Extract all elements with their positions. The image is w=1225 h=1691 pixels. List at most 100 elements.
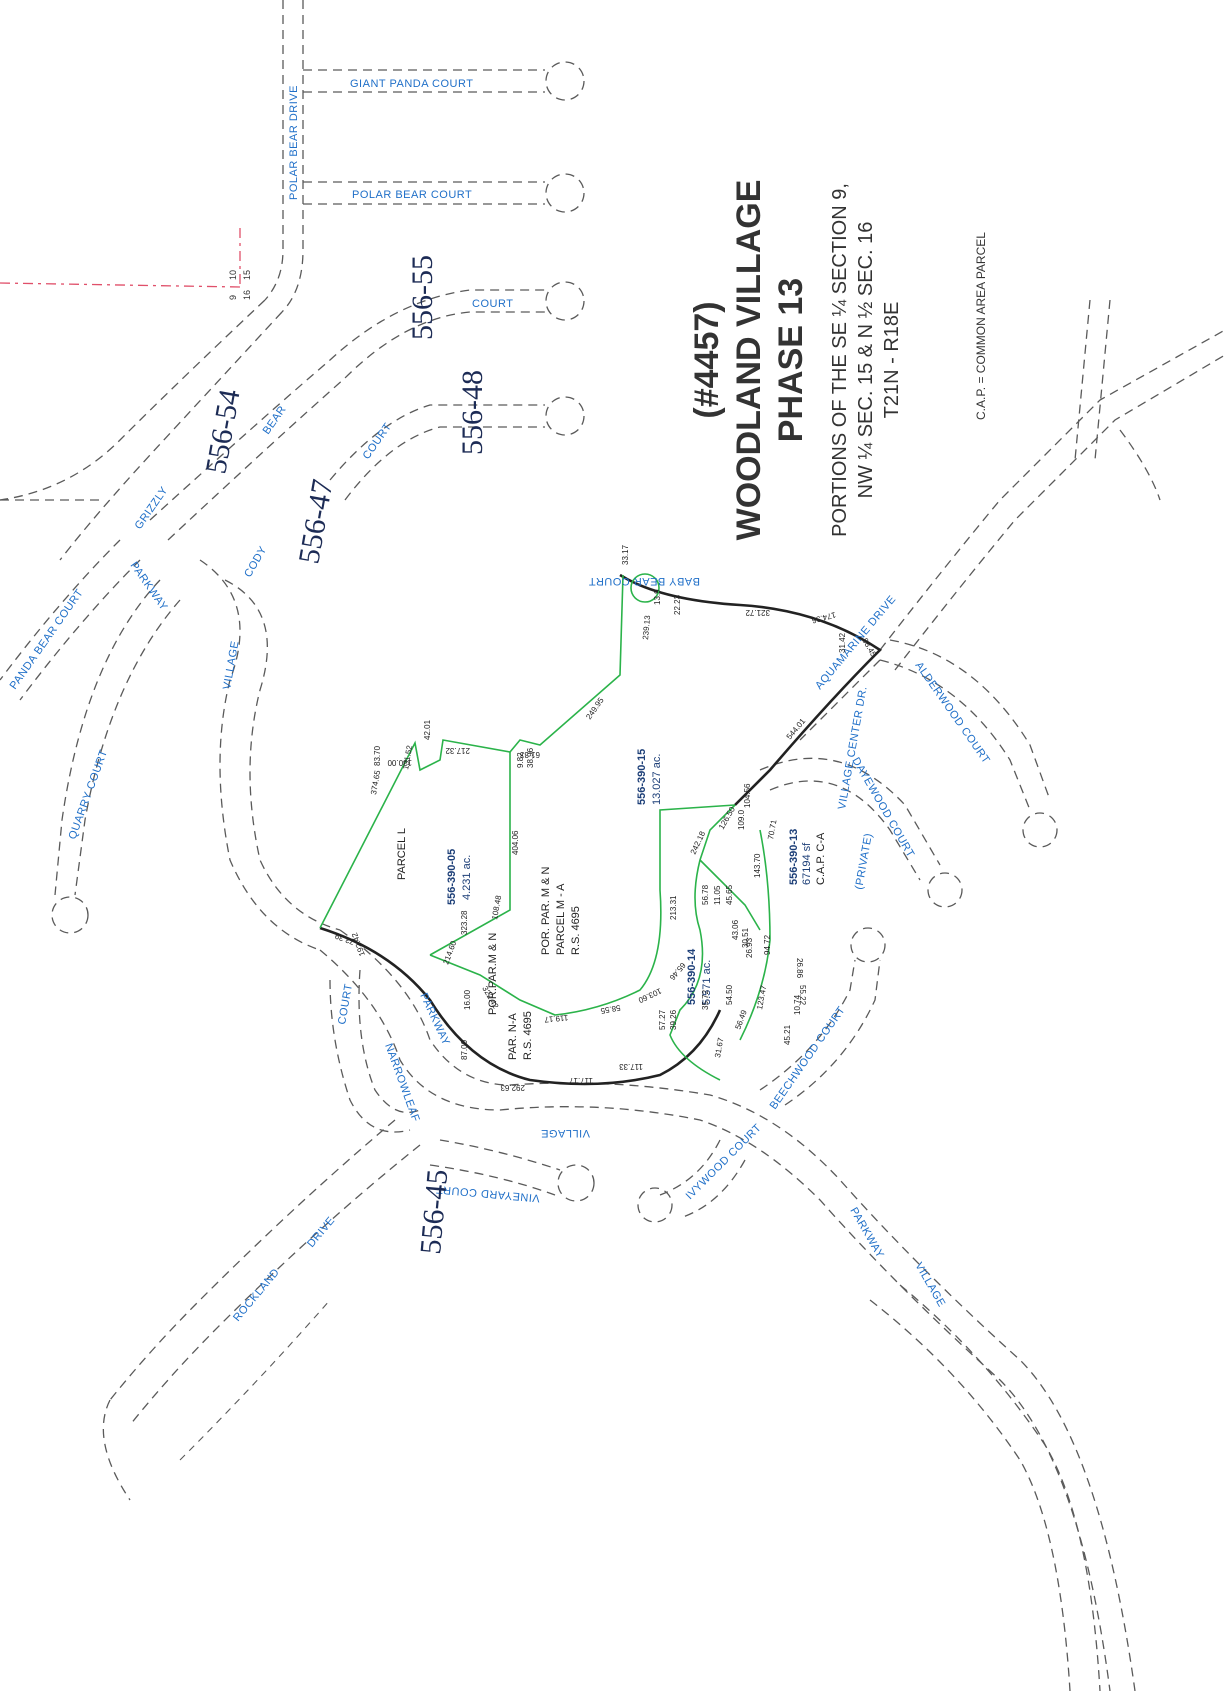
parcel-id-13: 556-390-13 <box>788 829 800 885</box>
road-bear-court-s <box>167 311 545 541</box>
label-beechwood-court: BEECHWOOD COURT <box>768 1004 848 1111</box>
label-village-n: VILLAGE <box>221 640 241 691</box>
cul-de-sac-bear-court <box>545 281 585 321</box>
dim-label: 9.82 <box>516 752 525 768</box>
road-beechwood-w <box>759 959 856 1091</box>
dim-label: 26.86 <box>795 958 804 979</box>
label-private: (PRIVATE) <box>853 832 875 890</box>
apn-labels: 556-55 556-54 556-48 556-47 556-45 <box>199 255 489 1256</box>
label-alderwood-court: ALDERWOOD COURT <box>913 660 992 766</box>
road-vineyard-s <box>429 1164 556 1196</box>
title-phase: PHASE 13 <box>772 278 810 442</box>
dim-label: 174.36 <box>810 610 836 625</box>
road-narrowleaf-w <box>329 979 411 1133</box>
section-corner-15: 15 <box>242 270 252 280</box>
dim-label: 33.17 <box>621 544 630 565</box>
dim-label: 292.63 <box>500 1083 525 1092</box>
label-aquamarine-drive: AQUAMARINE DRIVE <box>813 593 898 692</box>
dim-label: 242.18 <box>689 829 708 855</box>
label-parkway-n: PARKWAY <box>128 560 170 613</box>
dim-label: 57.27 <box>658 1009 667 1030</box>
dim-label: 16.00 <box>463 989 472 1010</box>
road-vineyard-n <box>439 1139 561 1171</box>
label-parcel-l: PARCEL L <box>396 828 408 880</box>
dim-label: 26.93 <box>745 937 754 958</box>
road-cody-court-s <box>344 426 545 501</box>
road-village-parkway-w <box>199 559 321 951</box>
parcel-line-13-east <box>739 829 771 1041</box>
parcel-line-13-inner <box>699 859 761 931</box>
road-rockland-n <box>109 1119 396 1401</box>
dim-label: 131.52 <box>401 744 414 770</box>
section-corner-16: 16 <box>242 290 252 300</box>
label-drive: DRIVE <box>305 1215 337 1250</box>
road-ivywood-n <box>659 1139 721 1196</box>
road-narrowleaf-e <box>358 969 421 1114</box>
section-corner-9: 9 <box>228 295 238 300</box>
road-daywood-e <box>759 757 941 866</box>
parcel-area-15: 13.027 ac. <box>651 754 663 805</box>
dim-label: 321.72 <box>745 608 770 617</box>
dim-label: 217.32 <box>445 746 470 755</box>
road-beechwood-e <box>784 959 881 1106</box>
road-panda-bear-n <box>0 539 121 681</box>
dimension-labels: 374.65 131.52 83.70 130.00 42.01 217.32 … <box>333 544 878 1092</box>
road-panda-bear-s <box>19 559 141 701</box>
label-por-par-mn2: POR.PAR.M & N <box>487 933 499 1015</box>
section-corner-10: 10 <box>228 270 238 280</box>
dim-label: 65.46 <box>667 961 687 983</box>
road-grizzly-n <box>0 299 266 501</box>
dim-label: 239.13 <box>641 614 652 640</box>
dim-label: 42.01 <box>423 719 432 740</box>
label-court-b: COURT <box>361 421 395 462</box>
apn-556-48: 556-48 <box>456 370 489 455</box>
dim-label: 56.78 <box>701 884 710 905</box>
dim-label: 374.65 <box>369 769 382 795</box>
dim-label: 30.51 <box>741 927 750 948</box>
dim-label: 61.33 <box>519 750 540 759</box>
dim-label: 323.28 <box>460 910 469 935</box>
section-line-h <box>0 282 241 288</box>
road-rockland-s <box>129 1144 421 1426</box>
label-par-na: PAR. N-A <box>507 1012 519 1060</box>
label-rockland: ROCKLAND <box>231 1266 282 1324</box>
dim-label: 94.72 <box>763 934 772 955</box>
cul-de-sac-vineyard <box>557 1164 595 1202</box>
road-cody-court-n <box>329 404 545 481</box>
cul-de-sac-ivywood <box>637 1187 673 1223</box>
road-quarry-s <box>54 579 161 896</box>
road-alderwood-e <box>889 639 1051 801</box>
parcel-id-05: 556-390-05 <box>446 849 458 905</box>
road-village-parkway-e <box>224 579 341 931</box>
dim-label: 54.50 <box>725 984 734 1005</box>
dim-label: 58.55 <box>599 1003 621 1015</box>
road-aquamarine-link <box>799 659 881 741</box>
dim-label: 13.9 <box>653 589 662 605</box>
road-aquamarine-n <box>879 329 1225 651</box>
road-se-e <box>899 1284 1101 1691</box>
title-name: WOODLAND VILLAGE <box>730 180 768 541</box>
road-ne-s <box>1094 299 1111 461</box>
label-village-center-dr: VILLAGE CENTER DR. <box>836 685 870 810</box>
parcel-line-west-05 <box>429 752 511 956</box>
parcel-line-14-13 <box>669 804 736 1081</box>
road-polar-bear-drive-w <box>264 0 284 301</box>
label-daywood-court: DAYEWOOD COURT <box>849 756 916 860</box>
dim-label: 123.47 <box>755 984 768 1010</box>
parcel-id-15: 556-390-15 <box>636 749 648 805</box>
parcel-id-14: 556-390-14 <box>686 948 698 1005</box>
dim-label: 143.70 <box>753 853 762 878</box>
title-line3: T21N - R18E <box>881 302 903 419</box>
parcel-boundary-baby-bear <box>619 573 883 806</box>
dim-label: 55.22 <box>798 985 807 1006</box>
dim-label: 117.17 <box>569 1076 593 1085</box>
label-giant-panda-court: GIANT PANDA COURT <box>350 78 473 90</box>
apn-556-54: 556-54 <box>199 387 246 476</box>
label-village-s: VILLAGE <box>541 1127 590 1139</box>
label-court-a: COURT <box>472 298 513 310</box>
dim-label: 35.72 <box>701 989 710 1010</box>
dim-label: 31.67 <box>713 1037 725 1059</box>
dim-label: 119.17 <box>543 1013 568 1024</box>
parcel-baby-bear-culdesac <box>630 573 660 603</box>
